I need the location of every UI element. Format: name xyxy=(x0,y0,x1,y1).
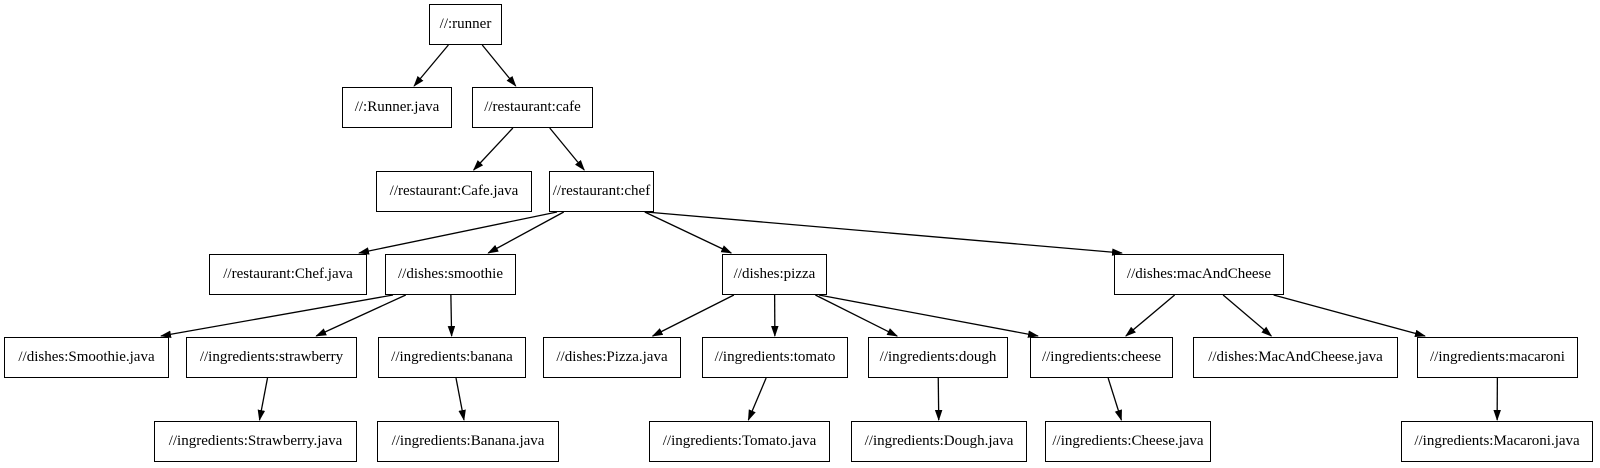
graph-edge-dough-to-dough_java xyxy=(934,377,943,421)
graph-node-macaroni_java: //ingredients:Macaroni.java xyxy=(1401,421,1593,462)
graph-edge-cafe-to-cafe_java xyxy=(472,127,514,171)
graph-node-banana_java: //ingredients:Banana.java xyxy=(377,421,559,462)
graph-edge-runner-to-runner_java xyxy=(413,44,449,87)
graph-node-smoothie_java: //dishes:Smoothie.java xyxy=(4,337,169,378)
graph-edge-macandcheese-to-macandcheese_java xyxy=(1222,294,1273,337)
graph-node-runner: //:runner xyxy=(429,4,502,45)
graph-edge-macandcheese-to-cheese xyxy=(1125,294,1176,337)
graph-edge-smoothie-to-smoothie_java xyxy=(160,294,394,338)
graph-node-pizza_java: //dishes:Pizza.java xyxy=(543,337,681,378)
graph-edge-chef-to-smoothie xyxy=(487,211,565,254)
graph-node-dough_java: //ingredients:Dough.java xyxy=(851,421,1027,462)
graph-edge-strawberry-to-strawberry_java xyxy=(257,377,269,421)
graph-node-cafe_java: //restaurant:Cafe.java xyxy=(376,171,532,212)
graph-edge-chef-to-chef_java xyxy=(358,211,558,255)
graph-node-macaroni: //ingredients:macaroni xyxy=(1417,337,1578,378)
graph-node-dough: //ingredients:dough xyxy=(868,337,1008,378)
graph-node-chef: //restaurant:chef xyxy=(549,171,654,212)
graph-node-chef_java: //restaurant:Chef.java xyxy=(209,254,367,295)
graph-node-tomato_java: //ingredients:Tomato.java xyxy=(649,421,830,462)
graph-edge-tomato-to-tomato_java xyxy=(747,377,767,421)
graph-node-smoothie: //dishes:smoothie xyxy=(385,254,516,295)
graph-node-pizza: //dishes:pizza xyxy=(722,254,827,295)
graph-node-strawberry: //ingredients:strawberry xyxy=(186,337,357,378)
graph-edge-pizza-to-dough xyxy=(815,294,899,337)
graph-edge-chef-to-macandcheese xyxy=(645,211,1123,256)
graph-edge-cafe-to-chef xyxy=(549,127,585,171)
graph-edge-runner-to-cafe xyxy=(481,44,517,87)
graph-edge-chef-to-pizza xyxy=(644,211,733,254)
graph-edge-pizza-to-pizza_java xyxy=(651,294,735,337)
graph-node-tomato: //ingredients:tomato xyxy=(702,337,848,378)
graph-edge-smoothie-to-banana xyxy=(447,294,456,337)
graph-edge-cheese-to-cheese_java xyxy=(1107,377,1122,421)
graph-node-strawberry_java: //ingredients:Strawberry.java xyxy=(154,421,357,462)
graph-edge-banana-to-banana_java xyxy=(455,377,466,421)
graph-node-cheese: //ingredients:cheese xyxy=(1030,337,1173,378)
graph-node-banana: //ingredients:banana xyxy=(378,337,526,378)
graph-node-macandcheese_java: //dishes:MacAndCheese.java xyxy=(1193,337,1398,378)
graph-node-cheese_java: //ingredients:Cheese.java xyxy=(1045,421,1211,462)
graph-edge-macandcheese-to-macaroni xyxy=(1273,294,1426,338)
graph-node-macandcheese: //dishes:macAndCheese xyxy=(1114,254,1284,295)
graph-edge-pizza-to-cheese xyxy=(818,294,1039,338)
graph-node-cafe: //restaurant:cafe xyxy=(472,87,593,128)
graph-edge-smoothie-to-strawberry xyxy=(315,294,407,337)
graph-node-runner_java: //:Runner.java xyxy=(342,87,452,128)
